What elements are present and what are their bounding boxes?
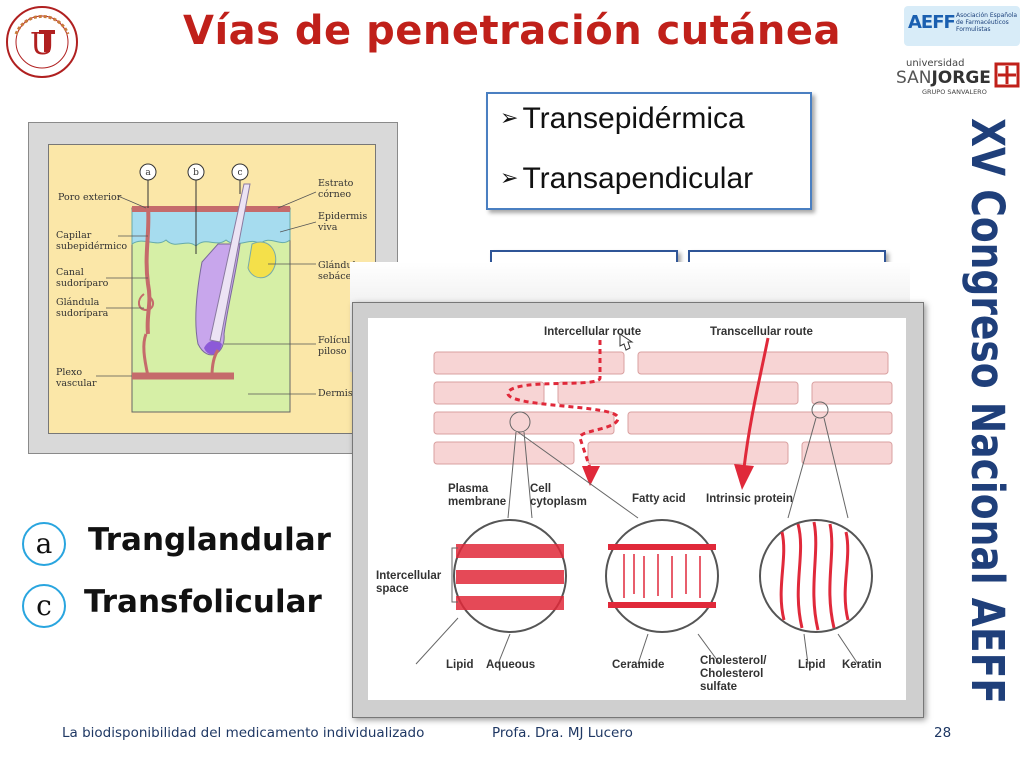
zoom-circle-keratin xyxy=(759,519,873,633)
university-seville-logo: U xyxy=(6,6,78,78)
aeff-text: Asociación Española de Farmacéuticos For… xyxy=(956,12,1018,33)
route-label: Transapendicular xyxy=(522,162,754,195)
label-intercellular-route: Intercellular route xyxy=(544,326,642,338)
label-cell-cytoplasm: Cell cytoplasm xyxy=(530,483,587,508)
aeff-mark: AEFF xyxy=(908,12,956,33)
route-letter-a: a xyxy=(22,522,66,566)
label-intrinsic-protein: Intrinsic protein xyxy=(706,493,793,505)
route-transappendageal: ➢Transapendicular xyxy=(500,162,753,196)
label-fatty-acid: Fatty acid xyxy=(632,493,686,505)
san-jorge-sub: GRUPO SANVALERO xyxy=(922,88,987,96)
label-plexo: Plexo vascular xyxy=(56,367,97,389)
label-lipid-1: Lipid xyxy=(446,659,474,671)
label-transcellular-route: Transcellular route xyxy=(710,326,813,338)
label-cholesterol: Cholesterol/ Cholesterol sulfate xyxy=(700,655,767,693)
zoom-circle-lipids xyxy=(605,519,719,633)
marker-b: b xyxy=(187,163,205,181)
footer-title: La biodisponibilidad del medicamento ind… xyxy=(62,725,425,741)
label-estrato: Estrato córneo xyxy=(318,178,354,200)
zoom-circle-membrane xyxy=(453,519,567,633)
san-jorge-main-b: JORGE xyxy=(931,68,991,88)
footer-author: Profa. Dra. MJ Lucero xyxy=(492,725,633,741)
hand-cursor-icon xyxy=(619,333,634,351)
san-jorge-main-a: SAN xyxy=(896,68,932,88)
svg-text:b: b xyxy=(193,168,199,178)
footer-page-number: 28 xyxy=(934,725,952,741)
label-foliculo: Folículo piloso xyxy=(318,335,357,357)
aeff-logo: AEFF Asociación Española de Farmacéutico… xyxy=(904,6,1020,46)
route-label: Transepidérmica xyxy=(522,102,745,135)
bullet-arrow-icon: ➢ xyxy=(500,165,519,190)
san-jorge-top: universidad xyxy=(906,58,965,69)
skin-cross-section-diagram: a b c xyxy=(96,163,317,413)
svg-text:a: a xyxy=(145,168,151,178)
route-letter-c: c xyxy=(22,584,66,628)
label-poro-exterior: Poro exterior xyxy=(58,192,122,203)
route-transglandular-label: Tranglandular xyxy=(88,522,331,558)
transcutaneous-routes-box: ➢Transepidérmica ➢Transapendicular xyxy=(486,92,812,210)
svg-text:c: c xyxy=(237,168,242,178)
label-dermis: Dermis xyxy=(318,388,353,399)
route-transepidermal: ➢Transepidérmica xyxy=(500,102,745,136)
congress-vertical-title: XV Congreso Nacional AEFF xyxy=(961,118,1014,704)
label-capilar: Capilar subepidérmico xyxy=(56,230,128,252)
label-epidermis: Epidermis viva xyxy=(318,211,368,233)
label-plasma-membrane: Plasma membrane xyxy=(448,483,507,508)
intercellular-transcellular-diagram xyxy=(415,333,893,665)
marker-c: c xyxy=(231,163,249,181)
slide-title: Vías de penetración cutánea xyxy=(183,8,841,54)
label-glandula-sebacea: Glándula sebácea xyxy=(318,260,362,282)
marker-a: a xyxy=(139,163,157,181)
label-keratin: Keratin xyxy=(842,659,882,671)
label-intercellular-space: Intercellular space xyxy=(376,570,442,595)
label-lipid-2: Lipid xyxy=(798,659,826,671)
route-transglandular: a Tranglandular xyxy=(22,520,352,566)
route-transfollicular: c Transfolicular xyxy=(22,582,352,628)
san-jorge-emblem-icon xyxy=(994,62,1020,88)
label-ceramide: Ceramide xyxy=(612,659,665,671)
san-jorge-logo: universidad SANJORGE GRUPO SANVALERO xyxy=(896,58,1020,100)
label-aqueous: Aqueous xyxy=(486,659,536,671)
label-canal: Canal sudoríparo xyxy=(56,267,109,289)
bullet-arrow-icon: ➢ xyxy=(500,105,519,130)
label-glandula-sudoripara: Glándula sudorípara xyxy=(56,297,109,319)
route-transfollicular-label: Transfolicular xyxy=(84,584,322,620)
congress-text: XV Congreso Nacional AEFF xyxy=(961,118,1014,704)
